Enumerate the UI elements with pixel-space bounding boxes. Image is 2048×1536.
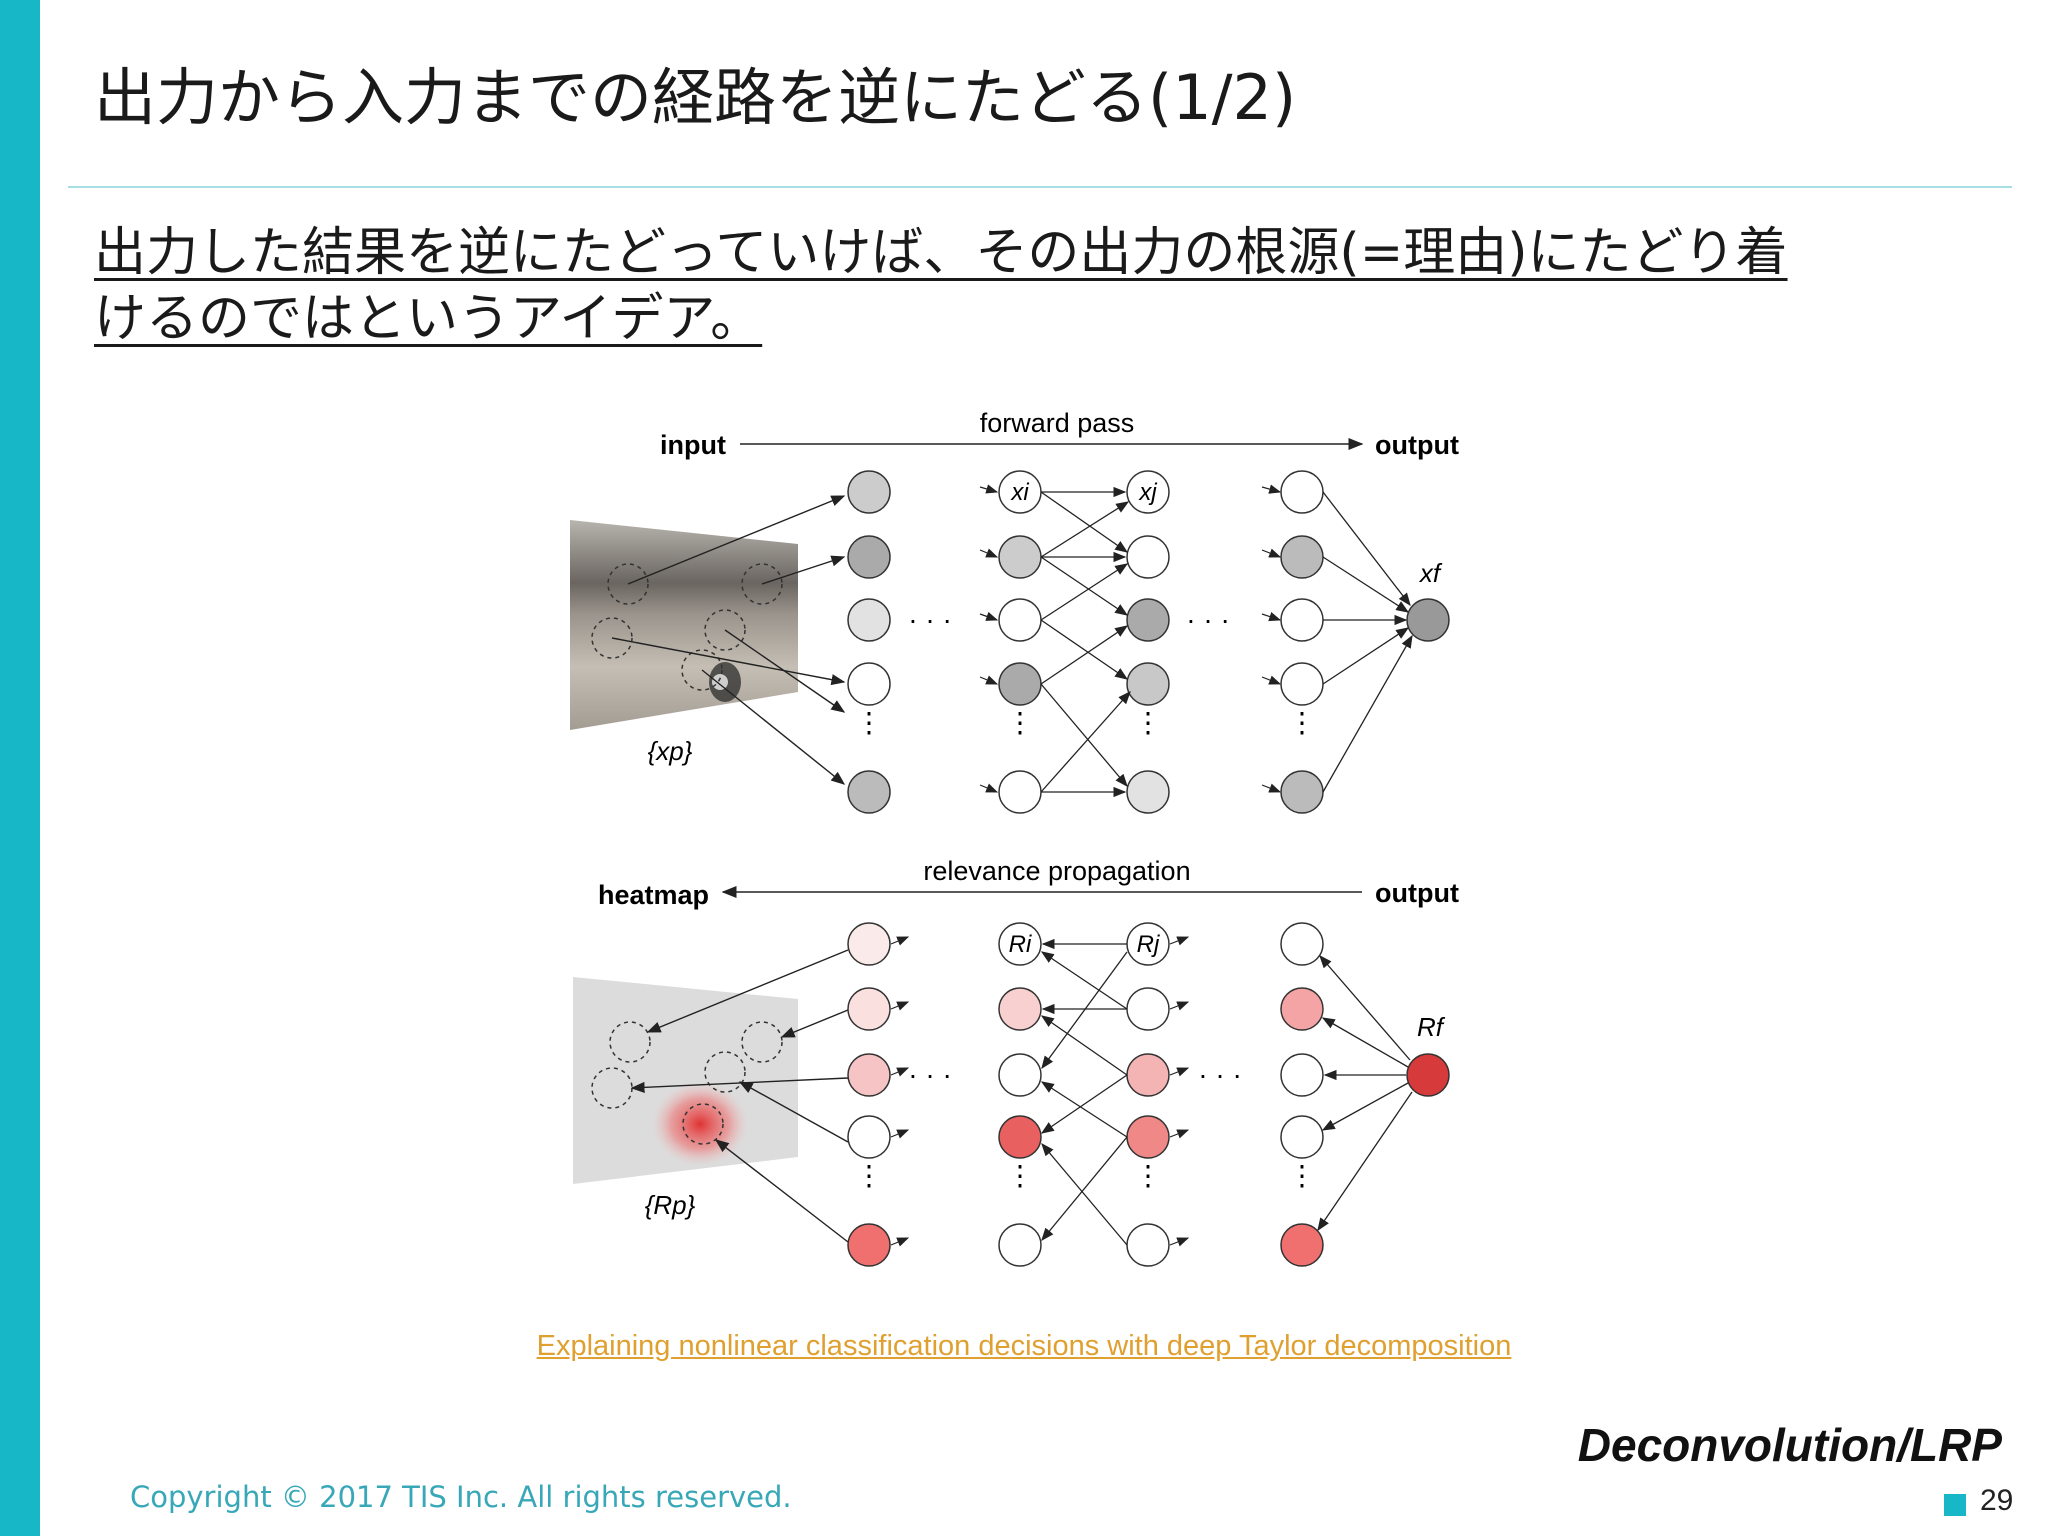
ellipsis-bottom-right: · · · (1198, 1059, 1242, 1090)
ellipsis-top-right: · · · (1186, 604, 1230, 635)
output-node-xf (1406, 598, 1450, 642)
svg-text:⋮: ⋮ (855, 707, 883, 738)
ellipsis-bottom-left: · · · (908, 1059, 952, 1090)
svg-text:⋮: ⋮ (855, 1160, 883, 1191)
svg-text:⋮: ⋮ (1134, 707, 1162, 738)
svg-text:⋮: ⋮ (1006, 707, 1034, 738)
svg-text:⋮: ⋮ (1288, 1160, 1316, 1191)
copyright-notice: Copyright © 2017 TIS Inc. All rights res… (130, 1480, 792, 1514)
node-xi-label: xi (1010, 479, 1029, 506)
output-label-bottom: output (1375, 878, 1459, 908)
input-set-label: {xp} (648, 736, 693, 766)
svg-text:⋮: ⋮ (1134, 1160, 1162, 1191)
lead-line-2: けるのではというアイデア。 (94, 289, 763, 349)
page-marker-icon (1944, 1494, 1966, 1516)
node-ri-label: Ri (1009, 931, 1032, 958)
page-number: 29 (1980, 1484, 2014, 1517)
page-title: 出力から入力までの経路を逆にたどる(1/2) (94, 61, 1297, 134)
output-node-rf (1406, 1053, 1450, 1097)
node-xj-label: xj (1138, 479, 1157, 506)
accent-sidebar (0, 0, 40, 1536)
method-label: Deconvolution/LRP (1577, 1419, 2002, 1471)
relevance-propagation-label: relevance propagation (923, 856, 1190, 886)
title-divider (68, 186, 2012, 188)
lead-line-1: 出力した結果を逆にたどっていけば、その出力の根源(=理由)にたどり着 (94, 223, 1788, 283)
svg-text:⋮: ⋮ (1006, 1160, 1034, 1191)
input-label: input (660, 430, 726, 460)
ellipsis-top-left: · · · (908, 604, 952, 635)
input-image (570, 520, 798, 730)
node-rj-label: Rj (1137, 931, 1160, 958)
forward-pass-panel: input forward pass output {xp} (570, 408, 1459, 814)
node-xf-label: xf (1418, 558, 1443, 588)
lrp-diagram: input forward pass output {xp} (570, 408, 1459, 1267)
svg-text:⋮: ⋮ (1288, 707, 1316, 738)
forward-pass-label: forward pass (980, 408, 1135, 438)
heatmap-label: heatmap (598, 880, 709, 910)
output-label-top: output (1375, 430, 1459, 460)
citation-link[interactable]: Explaining nonlinear classification deci… (536, 1330, 1512, 1362)
relevance-propagation-panel: heatmap relevance propagation output {Rp… (573, 856, 1459, 1267)
node-rf-label: Rf (1417, 1012, 1446, 1042)
lead-text: 出力した結果を逆にたどっていけば、その出力の根源(=理由)にたどり着 けるのでは… (94, 220, 1994, 352)
relevance-set-label: {Rp} (645, 1190, 696, 1220)
